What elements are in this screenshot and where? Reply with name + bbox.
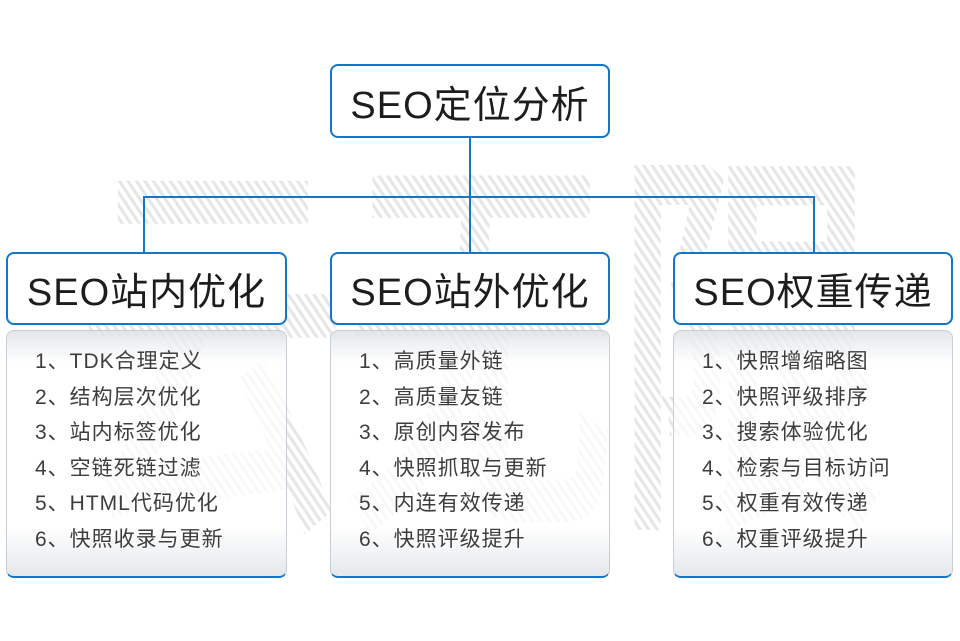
offsite-item-list: 1、高质量外链 2、高质量友链 3、原创内容发布 4、快照抓取与更新 5、内连有…: [331, 331, 609, 557]
list-item: 4、快照抓取与更新: [359, 456, 548, 480]
list-item: 5、HTML代码优化: [35, 492, 219, 515]
list-item: 1、快照增缩略图: [702, 350, 869, 373]
list-item: 1、高质量外链: [359, 350, 504, 373]
connector-horizontal-bar: [143, 196, 815, 198]
weight-item-list: 1、快照增缩略图 2、快照评级排序 3、搜索体验优化 4、检索与目标访问 5、权…: [674, 331, 952, 557]
root-node-seo-positioning-analysis: SEO定位分析: [330, 64, 610, 138]
panel-weight-transfer: 1、快照增缩略图 2、快照评级排序 3、搜索体验优化 4、检索与目标访问 5、权…: [673, 330, 953, 578]
list-item: 6、快照收录与更新: [35, 527, 224, 551]
onsite-item-list: 1、TDK合理定义 2、结构层次优化 3、站内标签优化 4、空链死链过滤 5、H…: [7, 331, 286, 557]
list-item: 4、空链死链过滤: [35, 456, 202, 480]
list-item: 2、快照评级排序: [702, 385, 869, 409]
list-item: 3、原创内容发布: [359, 421, 526, 444]
list-item: 2、结构层次优化: [35, 385, 202, 409]
connector-middle-drop: [469, 196, 471, 254]
branch-node-offsite-optimization: SEO站外优化: [330, 252, 610, 325]
list-item: 5、内连有效传递: [359, 492, 526, 515]
branch-node-title: SEO权重传递: [693, 272, 933, 314]
list-item: 2、高质量友链: [359, 385, 504, 409]
list-item: 6、快照评级提升: [359, 527, 526, 551]
list-item: 5、权重有效传递: [702, 492, 869, 515]
panel-offsite-optimization: 1、高质量外链 2、高质量友链 3、原创内容发布 4、快照抓取与更新 5、内连有…: [330, 330, 610, 578]
list-item: 3、站内标签优化: [35, 421, 202, 444]
branch-node-title: SEO站外优化: [350, 272, 590, 314]
list-item: 4、检索与目标访问: [702, 456, 891, 480]
connector-left-drop: [143, 196, 145, 254]
branch-node-weight-transfer: SEO权重传递: [673, 252, 953, 325]
list-item: 1、TDK合理定义: [35, 350, 203, 373]
list-item: 6、权重评级提升: [702, 527, 869, 551]
panel-onsite-optimization: 1、TDK合理定义 2、结构层次优化 3、站内标签优化 4、空链死链过滤 5、H…: [6, 330, 287, 578]
list-item: 3、搜索体验优化: [702, 421, 869, 444]
branch-node-title: SEO站内优化: [26, 272, 267, 314]
root-node-title: SEO定位分析: [350, 84, 590, 127]
branch-node-onsite-optimization: SEO站内优化: [6, 252, 287, 325]
connector-right-drop: [813, 196, 815, 254]
connector-root-vertical: [469, 138, 471, 198]
